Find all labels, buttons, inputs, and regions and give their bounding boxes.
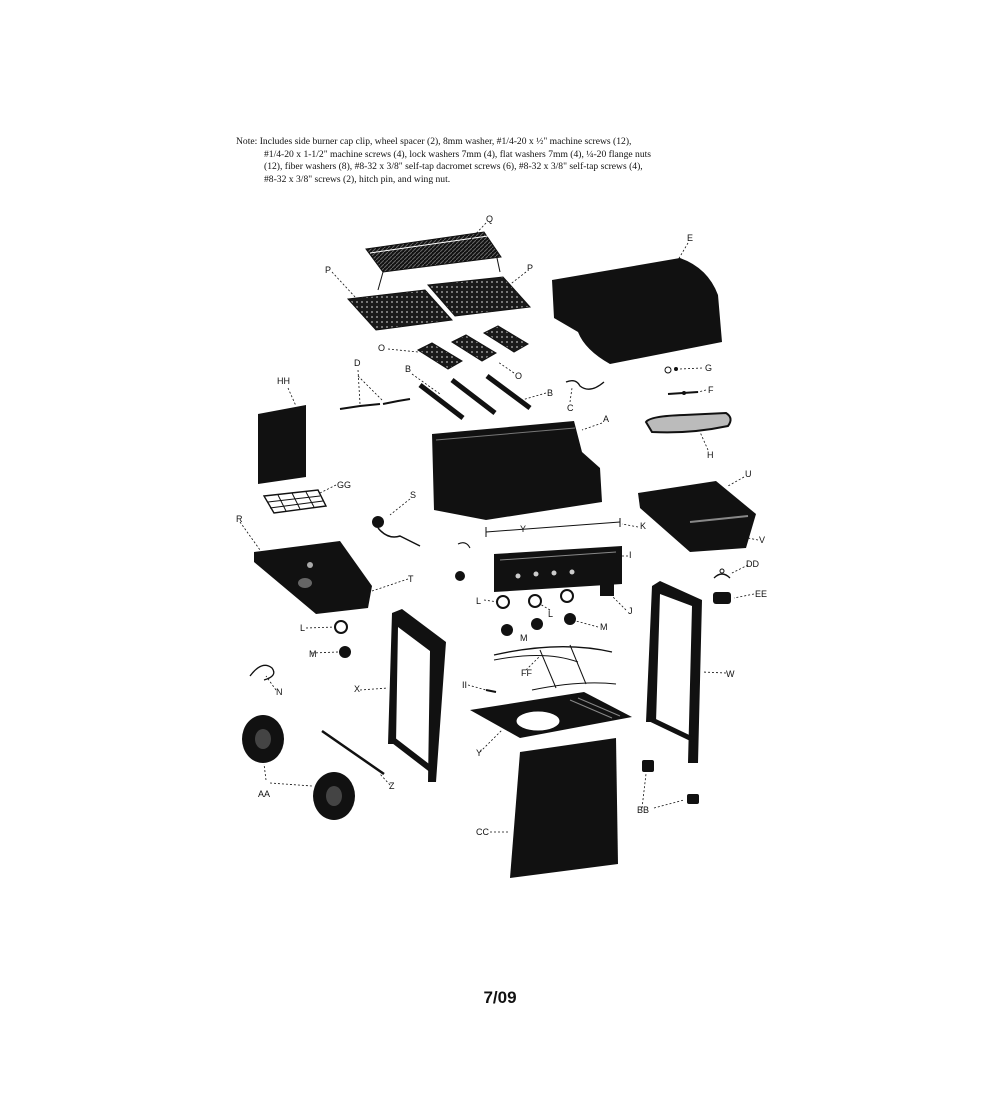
label-l-panel-2: L — [548, 609, 553, 619]
part-j-igniter-module — [600, 584, 614, 596]
part-bb-caster-2 — [687, 794, 699, 804]
label-o-left: O — [378, 343, 385, 353]
label-l-side: L — [300, 623, 305, 633]
label-l-panel: L — [476, 596, 481, 606]
part-ff-heat-shield — [493, 644, 617, 691]
label-g: G — [705, 363, 712, 373]
label-k: K — [640, 521, 646, 531]
leader-lines — [239, 222, 759, 833]
label-c: C — [567, 403, 574, 413]
part-f-handle-screws — [667, 391, 699, 395]
part-w-right-frame-bar — [646, 715, 696, 743]
label-t: T — [408, 574, 414, 584]
part-cc-door-panel — [510, 738, 618, 878]
note-line-1: Note: Includes side burner cap clip, whe… — [236, 136, 632, 147]
label-i: I — [629, 550, 632, 560]
part-a-firebox — [432, 421, 602, 520]
part-o-heat-tent-3 — [482, 325, 529, 353]
label-m-panel-2: M — [600, 622, 608, 632]
label-x: X — [354, 684, 360, 694]
part-z-axle — [321, 729, 385, 776]
part-x-left-frame — [388, 609, 446, 782]
label-y: Y — [476, 748, 482, 758]
part-e-lid — [552, 258, 722, 364]
label-b-left: B — [405, 364, 411, 374]
part-ii-screws — [485, 689, 497, 693]
label-ee: EE — [755, 589, 767, 599]
label-j: J — [628, 606, 633, 616]
part-p-cooking-grid-left — [346, 289, 454, 331]
note-line-3: (12), fiber washers (8), #8-32 x 3/8" se… — [264, 161, 643, 173]
note-line-2: #1/4-20 x 1-1/2" machine screws (4), loc… — [264, 148, 652, 160]
part-dd-hose-clip — [713, 568, 731, 579]
label-n: N — [276, 687, 283, 697]
label-hh: HH — [277, 376, 290, 386]
part-u-right-side-shelf — [638, 481, 756, 552]
part-s-side-burner — [372, 516, 421, 547]
label-cc: CC — [476, 827, 489, 837]
part-ignitor-parts — [455, 542, 471, 581]
part-aa-wheel-1 — [242, 715, 284, 763]
part-o-heat-tent-2 — [450, 334, 497, 362]
label-r: R — [236, 514, 243, 524]
callout-labels: Q P P E O O D B B G F C HH A H U GG S R … — [236, 214, 767, 837]
part-n-hitch-pin — [249, 664, 275, 681]
part-y-bottom-shelf — [470, 692, 632, 738]
label-u: U — [745, 469, 752, 479]
page-number: 7/09 — [483, 988, 517, 1007]
part-r-side-burner-shelf — [254, 541, 372, 614]
label-p-left: P — [325, 265, 331, 275]
label-w: W — [726, 669, 735, 679]
part-w-right-frame — [646, 581, 702, 763]
label-b-right: B — [547, 388, 553, 398]
part-aa-wheel-2 — [313, 772, 355, 820]
label-dd: DD — [746, 559, 759, 569]
part-i-control-panel — [494, 546, 622, 592]
part-d-carryover-tubes — [339, 398, 411, 410]
label-y-top: Y — [520, 524, 526, 534]
part-hh-side-burner-lid — [258, 405, 306, 484]
part-ee-regulator — [713, 592, 731, 604]
label-e: E — [687, 233, 693, 243]
label-gg: GG — [337, 480, 351, 490]
note-line-4: #8-32 x 3/8" screws (2), hitch pin, and … — [264, 173, 451, 185]
label-h: H — [707, 450, 714, 460]
label-q: Q — [486, 214, 493, 224]
label-bb: BB — [637, 805, 649, 815]
part-c-electrode-wire — [565, 380, 605, 390]
part-g-bezel — [664, 366, 678, 374]
label-p-right: P — [527, 263, 533, 273]
label-ii: II — [462, 680, 467, 690]
label-z: Z — [389, 781, 395, 791]
part-b-burners — [418, 373, 532, 420]
label-m-panel: M — [520, 633, 528, 643]
label-a: A — [603, 414, 609, 424]
part-o-heat-tent-1 — [416, 342, 463, 370]
part-gg-side-burner-grate — [262, 489, 328, 514]
label-o-right: O — [515, 371, 522, 381]
label-v: V — [759, 535, 765, 545]
label-m-side: M — [309, 649, 317, 659]
label-ff: FF — [521, 668, 532, 678]
label-aa: AA — [258, 789, 270, 799]
label-d: D — [354, 358, 361, 368]
part-m-control-knobs — [339, 613, 576, 658]
label-s: S — [410, 490, 416, 500]
part-p-cooking-grid-right — [426, 276, 532, 317]
part-h-lid-handle — [644, 411, 732, 434]
part-bb-caster-1 — [642, 760, 654, 772]
parts-note: Note: Includes side burner cap clip, whe… — [236, 136, 706, 186]
part-k-rear-frame — [485, 518, 621, 537]
part-q-warming-rack — [365, 231, 502, 291]
label-f: F — [708, 385, 714, 395]
